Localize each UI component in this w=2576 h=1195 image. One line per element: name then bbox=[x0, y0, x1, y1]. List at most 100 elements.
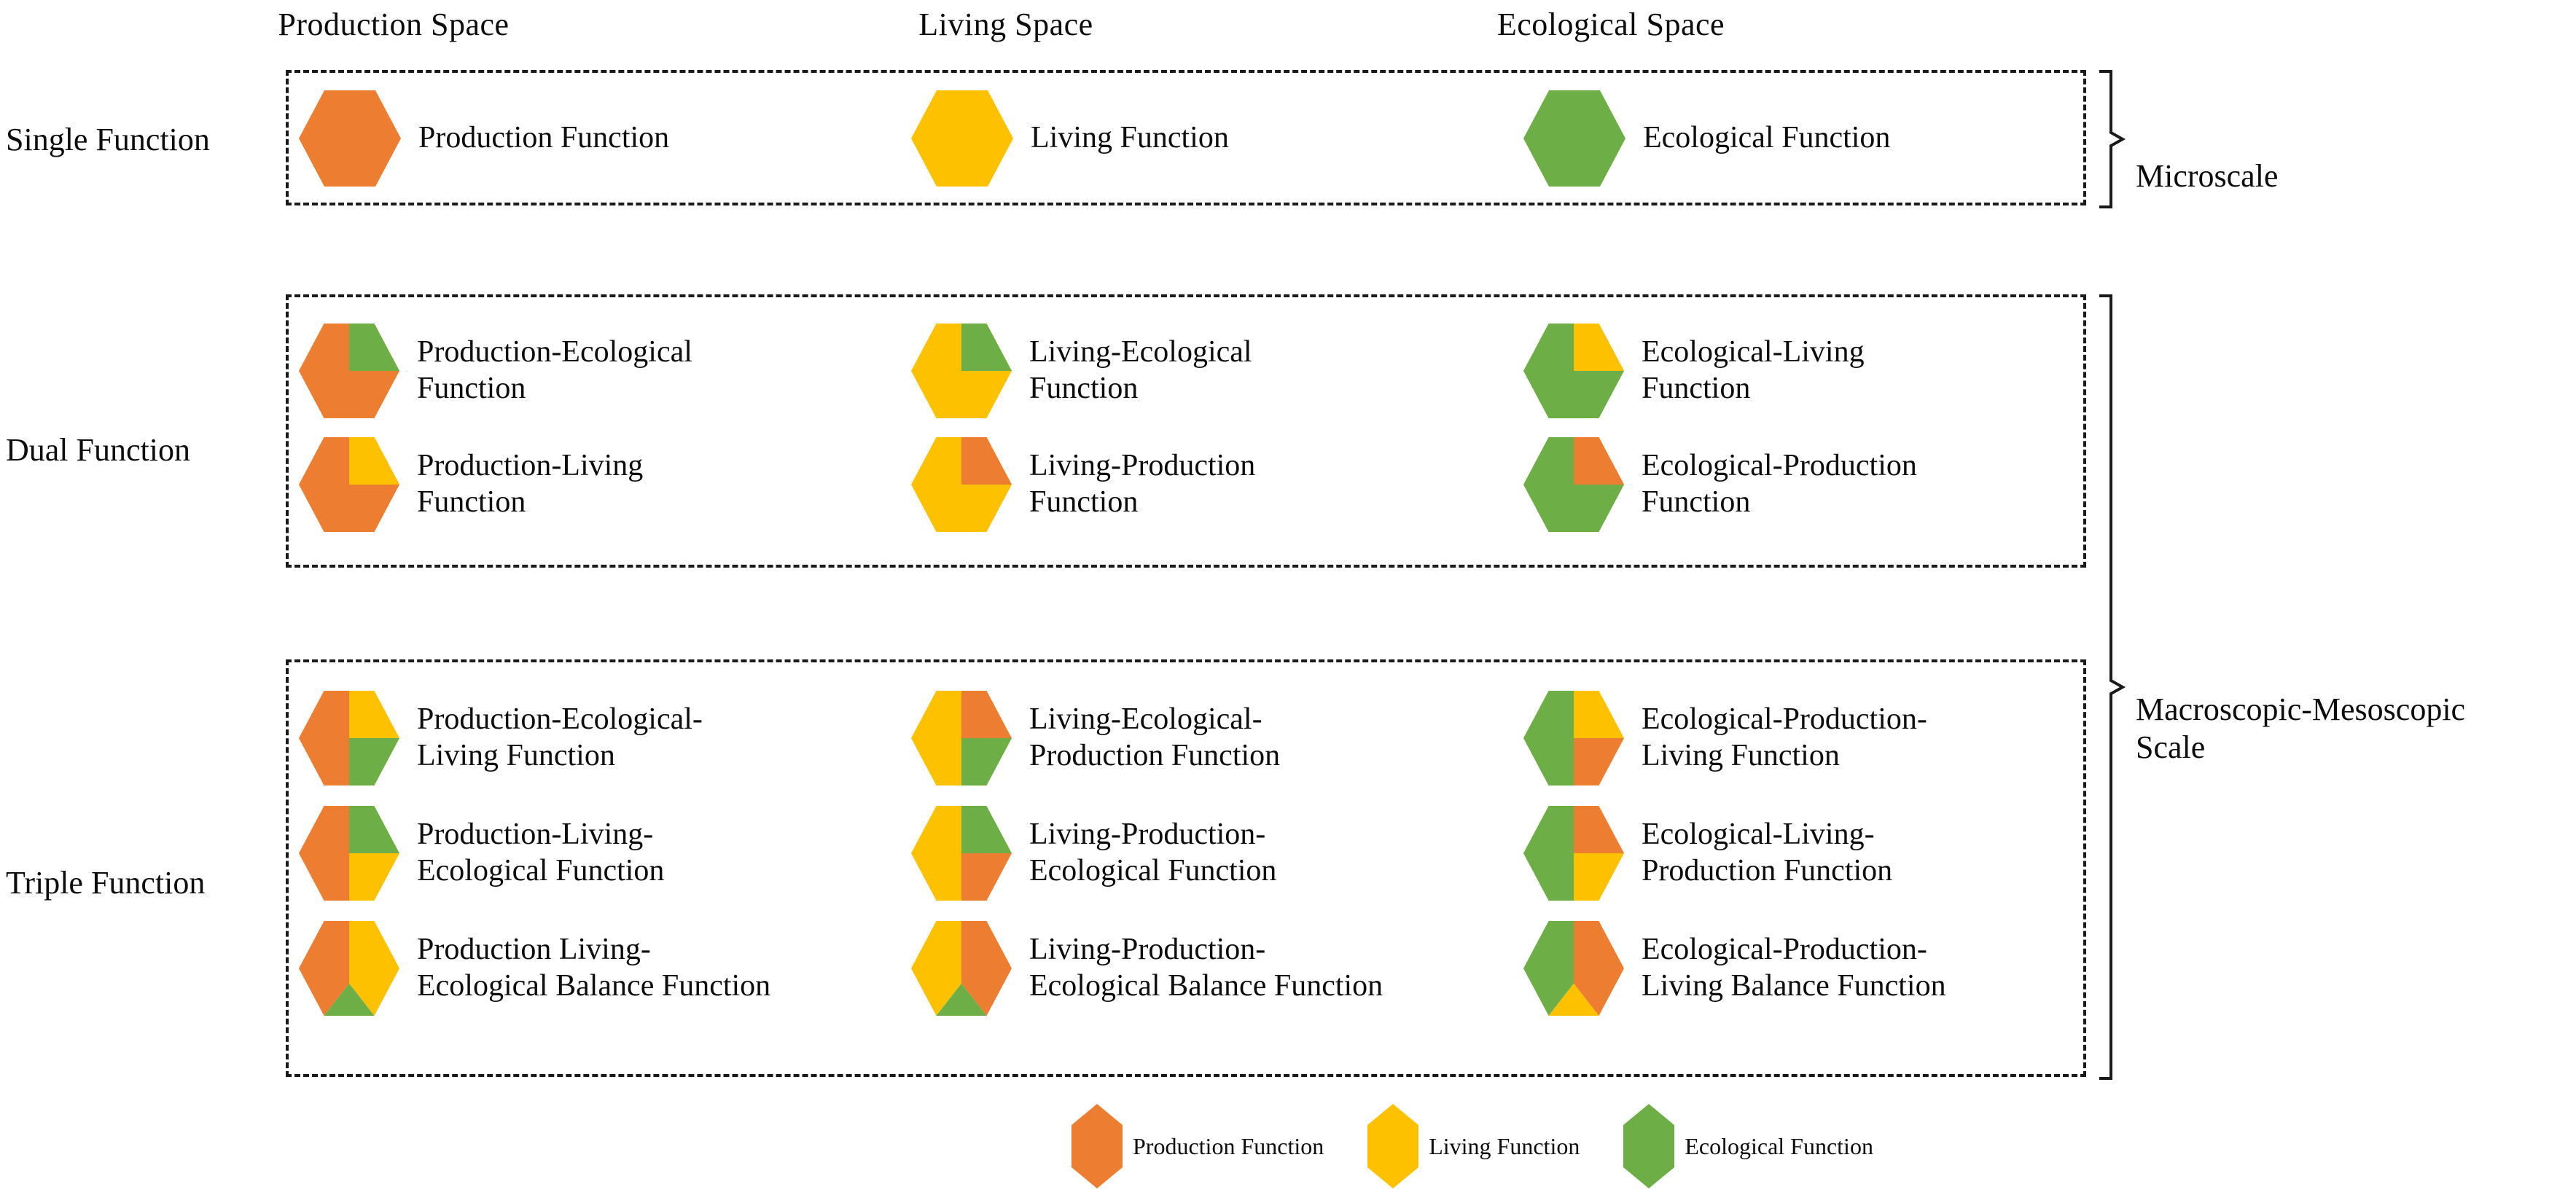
function-cell: Production Function bbox=[299, 90, 669, 187]
hexagon-legend-production-shape bbox=[1072, 1104, 1123, 1188]
hexagon-triple-production-living-ecological bbox=[299, 806, 399, 901]
legend-item-label: Ecological Function bbox=[1685, 1132, 1873, 1159]
brace-microscale bbox=[2099, 70, 2126, 208]
function-cell: Production-Ecological- Living Function bbox=[299, 691, 703, 785]
hexagon-triple-production-ecological-living bbox=[299, 691, 399, 785]
function-cell-label: Ecological-Production- Living Balance Fu… bbox=[1642, 933, 1946, 1003]
function-cell-label: Ecological-Living- Production Function bbox=[1642, 818, 1893, 888]
hexagon-dual-production-ecological bbox=[299, 324, 399, 418]
legend-item-label: Living Function bbox=[1429, 1132, 1580, 1159]
hexagon-balance-ecological-production-living bbox=[1523, 921, 1624, 1016]
function-cell: Living-Production- Ecological Balance Fu… bbox=[911, 921, 1383, 1016]
function-cell: Production-Ecological Function bbox=[299, 324, 692, 418]
hexagon-dual-production-living bbox=[299, 437, 399, 532]
column-header-production-space-text: Production Space bbox=[278, 7, 510, 42]
hexagon-triple-living-ecological-production bbox=[911, 691, 1012, 785]
hexagon-triple-living-ecological-production bbox=[911, 691, 1012, 785]
function-cell: Living-Ecological- Production Function bbox=[911, 691, 1280, 785]
function-cell-label: Living-Ecological Function bbox=[1029, 335, 1252, 405]
hexagon-dual-living-production bbox=[911, 437, 1012, 532]
function-cell-label: Ecological-Production Function bbox=[1642, 449, 1917, 519]
function-cell: Living-Production Function bbox=[911, 437, 1255, 532]
function-cell: Production Living- Ecological Balance Fu… bbox=[299, 921, 770, 1016]
column-header-ecological-space: Ecological Space bbox=[1407, 6, 1815, 43]
hexagon-dual-ecological-living bbox=[1523, 324, 1624, 418]
row-label-single-function: Single Function bbox=[6, 121, 210, 158]
hexagon-single-ecological bbox=[1523, 90, 1625, 187]
function-cell: Living-Production- Ecological Function bbox=[911, 806, 1276, 901]
row-label-single-function-text: Single Function bbox=[6, 122, 210, 157]
hexagon-dual-ecological-production bbox=[1523, 437, 1624, 532]
function-cell-label: Production-Living- Ecological Function bbox=[417, 818, 665, 888]
group-box-triple-function bbox=[286, 659, 2086, 1077]
hexagon-dual-living-production bbox=[911, 437, 1012, 532]
function-cell: Ecological Function bbox=[1523, 90, 1890, 187]
function-cell-label: Ecological Function bbox=[1643, 121, 1891, 155]
hexagon-single-production bbox=[299, 90, 401, 187]
hexagon-triple-ecological-production-living bbox=[1523, 691, 1624, 785]
function-cell: Production-Living- Ecological Function bbox=[299, 806, 664, 901]
function-cell: Ecological-Living Function bbox=[1523, 324, 1865, 418]
scale-label-macroscopic-mesoscopic-text: Macroscopic-Mesoscopic Scale bbox=[2136, 691, 2466, 765]
column-header-ecological-space-text: Ecological Space bbox=[1496, 7, 1725, 42]
hexagon-dual-production-living bbox=[299, 437, 399, 532]
hexagon-single-living bbox=[911, 90, 1013, 187]
hexagon-triple-living-production-ecological bbox=[911, 806, 1012, 901]
legend-item: Living Function bbox=[1367, 1104, 1580, 1188]
hexagon-single-living bbox=[911, 90, 1013, 187]
function-cell-label: Living-Production Function bbox=[1029, 449, 1256, 519]
scale-label-microscale: Microscale bbox=[2136, 120, 2278, 195]
function-cell-label: Ecological-Living Function bbox=[1642, 335, 1865, 405]
function-cell-label: Production-Living Function bbox=[417, 449, 644, 519]
brace-macroscopic-mesoscopic-scale bbox=[2099, 294, 2126, 1080]
function-cell: Living Function bbox=[911, 90, 1229, 187]
function-cell: Ecological-Living- Production Function bbox=[1523, 806, 1892, 901]
hexagon-single-ecological bbox=[1523, 90, 1625, 187]
hexagon-legend-living-shape bbox=[1367, 1104, 1419, 1188]
hexagon-balance-ecological-production-living bbox=[1523, 921, 1624, 1016]
hexagon-dual-living-ecological bbox=[911, 324, 1012, 418]
column-header-living-space: Living Space bbox=[802, 6, 1210, 43]
function-cell-label: Production-Ecological Function bbox=[417, 335, 692, 405]
hexagon-triple-production-living-ecological bbox=[299, 806, 399, 901]
hexagon-legend-ecological bbox=[1623, 1104, 1675, 1188]
row-label-dual-function-text: Dual Function bbox=[6, 432, 190, 468]
hexagon-dual-ecological-production bbox=[1523, 437, 1624, 532]
function-cell-label: Production-Ecological- Living Function bbox=[417, 702, 703, 772]
function-cell: Ecological-Production- Living Function bbox=[1523, 691, 1927, 785]
hexagon-dual-living-ecological bbox=[911, 324, 1012, 418]
function-cell-label: Living-Ecological- Production Function bbox=[1029, 702, 1281, 772]
hexagon-triple-ecological-living-production bbox=[1523, 806, 1624, 901]
hexagon-single-production bbox=[299, 90, 401, 187]
function-cell-label: Living-Production- Ecological Function bbox=[1029, 818, 1277, 888]
hexagon-legend-production bbox=[1072, 1104, 1123, 1188]
hexagon-legend-living bbox=[1367, 1104, 1419, 1188]
row-label-triple-function-text: Triple Function bbox=[6, 865, 206, 901]
scale-label-microscale-text: Microscale bbox=[2136, 157, 2279, 194]
row-label-dual-function: Dual Function bbox=[6, 431, 190, 469]
function-cell-label: Ecological-Production- Living Function bbox=[1642, 702, 1927, 772]
group-box-dual-function bbox=[286, 294, 2086, 568]
hexagon-triple-living-production-ecological bbox=[911, 806, 1012, 901]
legend-item-label: Production Function bbox=[1133, 1132, 1324, 1159]
hexagon-dual-ecological-living bbox=[1523, 324, 1624, 418]
hexagon-balance-production-living-ecological bbox=[299, 921, 399, 1016]
function-cell: Ecological-Production- Living Balance Fu… bbox=[1523, 921, 1946, 1016]
function-cell: Production-Living Function bbox=[299, 437, 643, 532]
function-cell-label: Living Function bbox=[1031, 121, 1229, 155]
hexagon-triple-production-ecological-living bbox=[299, 691, 399, 785]
column-header-living-space-text: Living Space bbox=[918, 7, 1093, 42]
legend-item: Production Function bbox=[1072, 1104, 1324, 1188]
hexagon-balance-living-production-ecological bbox=[911, 921, 1012, 1016]
function-cell: Living-Ecological Function bbox=[911, 324, 1252, 418]
hexagon-dual-production-ecological bbox=[299, 324, 399, 418]
legend: Production Function Living Function Ecolog… bbox=[1072, 1104, 1917, 1188]
function-cell-label: Living-Production- Ecological Balance Fu… bbox=[1029, 933, 1383, 1003]
hexagon-triple-ecological-living-production bbox=[1523, 806, 1624, 901]
legend-item: Ecological Function bbox=[1623, 1104, 1873, 1188]
scale-label-macroscopic-mesoscopic: Macroscopic-Mesoscopic Scale bbox=[2136, 653, 2465, 767]
function-cell: Ecological-Production Function bbox=[1523, 437, 1917, 532]
column-header-production-space: Production Space bbox=[190, 6, 598, 43]
hexagon-legend-ecological-shape bbox=[1623, 1104, 1675, 1188]
